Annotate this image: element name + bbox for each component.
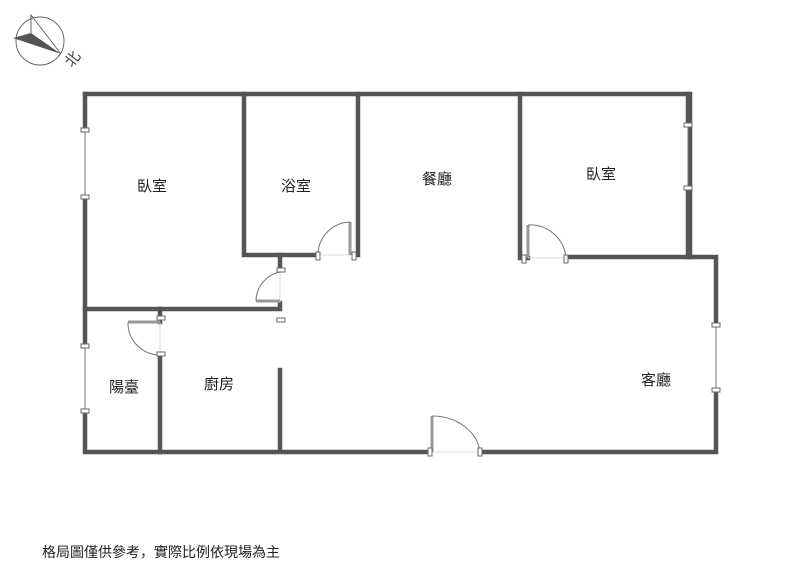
room-living: 客廳: [641, 371, 672, 389]
room-bedroom-left: 臥室: [137, 177, 168, 195]
doors: [127, 221, 569, 457]
compass-icon: 北: [13, 13, 84, 71]
room-dining: 餐廳: [422, 170, 453, 188]
disclaimer-note: 格局圖僅供參考，實際比例依現場為主: [42, 545, 280, 561]
room-balcony: 陽臺: [109, 378, 140, 396]
room-bathroom: 浴室: [281, 177, 312, 195]
room-bedroom-right: 臥室: [586, 165, 617, 183]
room-kitchen: 廚房: [204, 375, 235, 393]
windows: [80, 122, 721, 414]
walls: [82, 91, 719, 455]
north-label: 北: [61, 48, 84, 71]
